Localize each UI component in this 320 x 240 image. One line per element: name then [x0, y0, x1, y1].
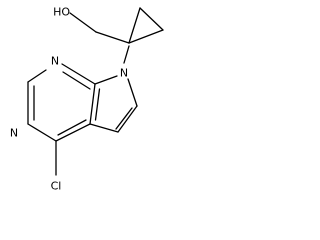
n3-label: N [10, 127, 18, 140]
n1-label: N [51, 55, 59, 68]
bond-n7-c6 [127, 78, 138, 107]
bond-cyclopropyl-3 [128, 29, 164, 44]
n7-label: N [120, 67, 128, 80]
bond-c7a-n1 [61, 63, 96, 85]
bond-n3-c4 [27, 123, 57, 142]
bond-ch2-o [69, 12, 97, 33]
bond-c7a-n1-double [62, 71, 91, 90]
bond-c6-c5 [117, 105, 138, 133]
bond-c6-c5-double [115, 107, 133, 130]
bond-c4a-c7a [89, 83, 96, 125]
bond-n7-cyclopropyl [123, 45, 130, 64]
structure-drawing: HO N N N Cl [10, 6, 164, 193]
chlorine-label: Cl [51, 180, 62, 193]
bond-n1-c2 [27, 69, 47, 83]
bond-c4a-c7a-double [94, 88, 101, 121]
bond-c4-c4a [55, 123, 91, 142]
bond-c5-c4a [89, 123, 119, 133]
hydroxyl-label: HO [53, 6, 70, 19]
bond-c-ch2 [95, 31, 130, 44]
bond-n7-c7a [94, 75, 118, 85]
molecule-diagram: HO N N N Cl [0, 0, 172, 202]
bond-cyclopropyl-1 [128, 7, 141, 44]
bond-cyclopropyl-2 [139, 7, 164, 31]
bond-c4-c4a-double [57, 119, 87, 136]
